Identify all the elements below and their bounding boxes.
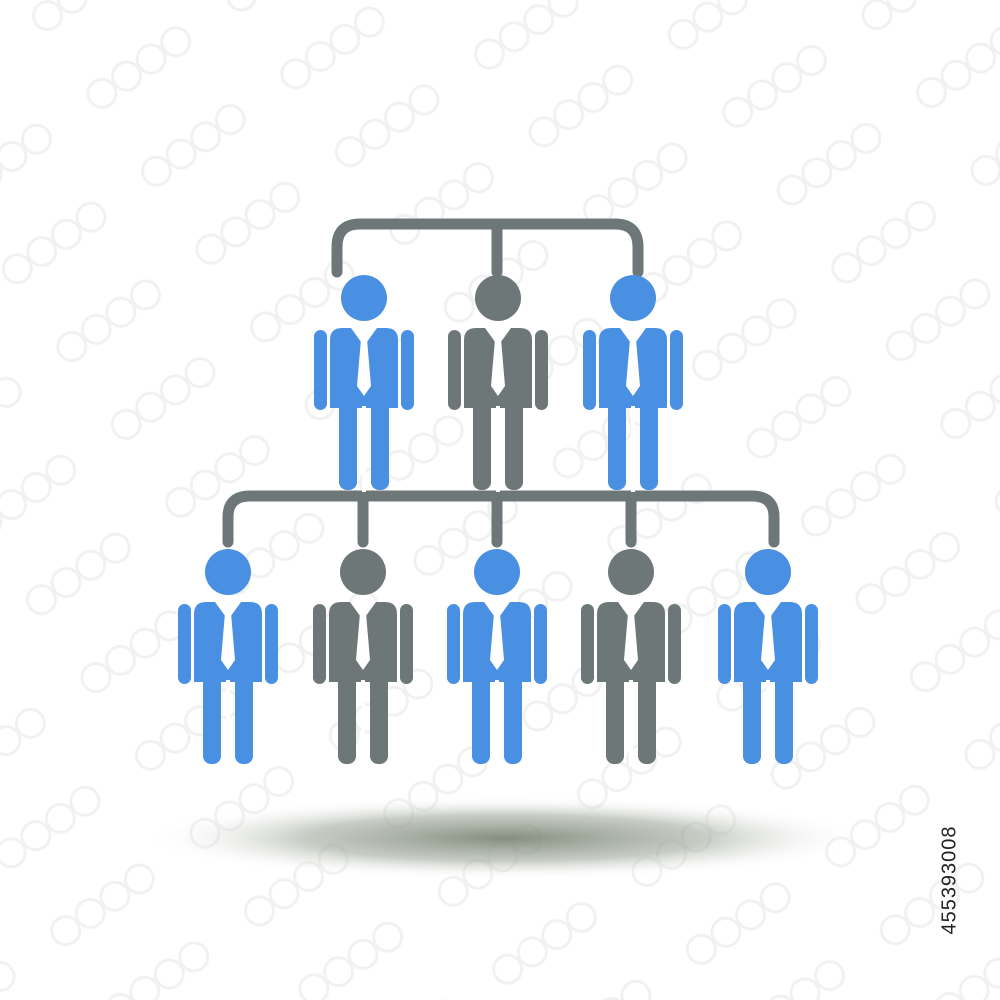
businessman-icon <box>581 549 681 766</box>
businessman-icon <box>447 549 547 766</box>
stock-id-text: 455393008 <box>938 825 961 935</box>
connector-line <box>331 218 644 278</box>
businessman-icon <box>448 275 548 492</box>
people-figures <box>178 275 818 766</box>
businessman-icon <box>313 549 413 766</box>
businessman-icon <box>314 275 414 492</box>
hierarchy-connectors <box>222 218 780 548</box>
businessman-icon <box>718 549 818 766</box>
businessman-icon <box>583 275 683 492</box>
businessman-icon <box>178 549 278 766</box>
ground-shadow <box>140 796 870 880</box>
